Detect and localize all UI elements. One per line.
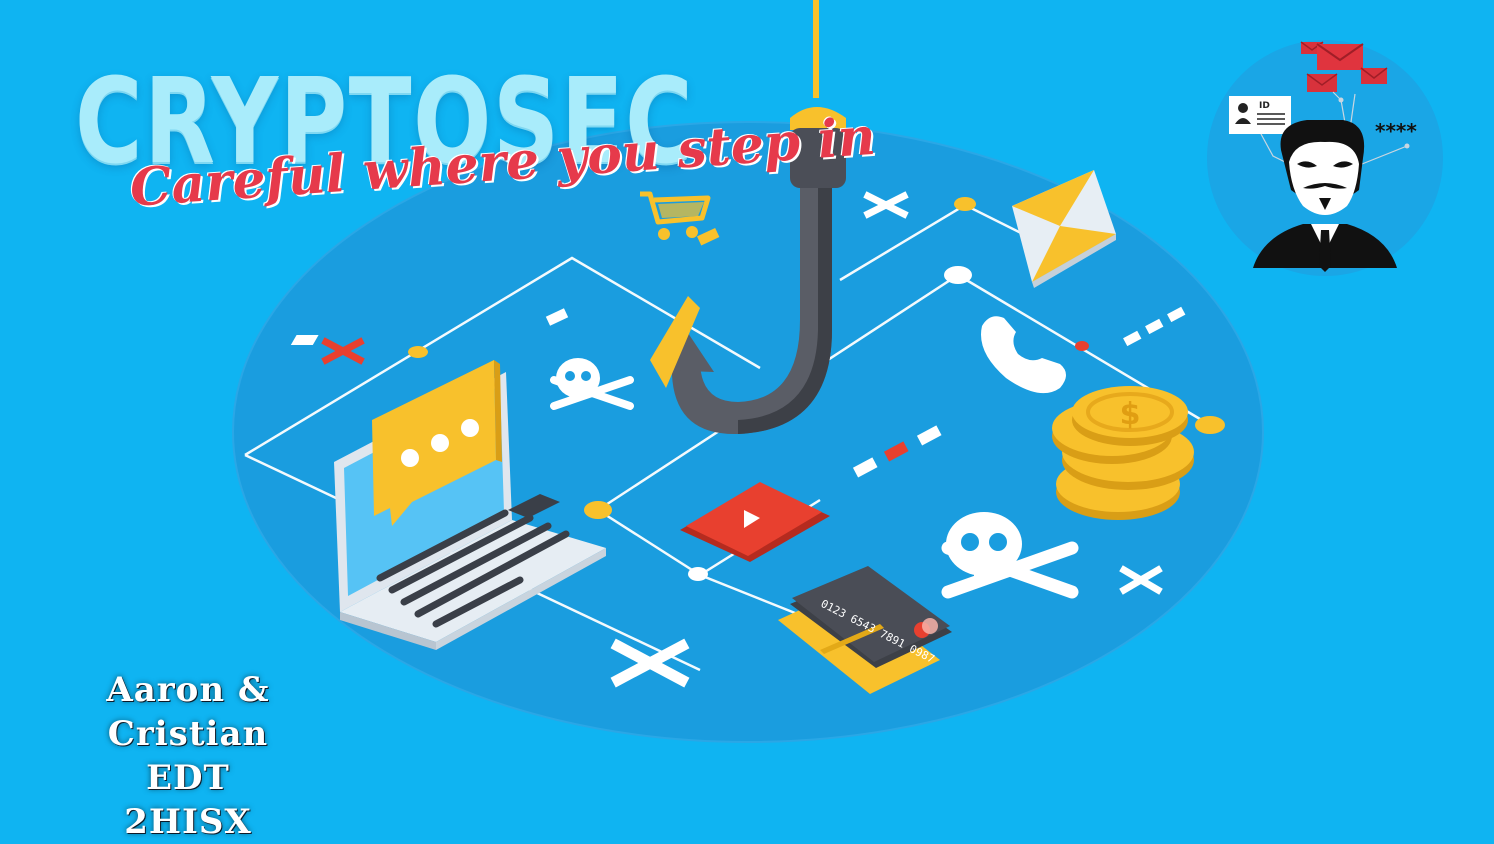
anonymous-mask-icon [1253, 120, 1397, 272]
svg-text:$: $ [1120, 397, 1141, 432]
page-title: CRYPTOSEC [75, 52, 695, 190]
dash-markers [290, 227, 1186, 478]
coin-stack-icon: $ [1052, 386, 1194, 520]
skull-crossbones-icon [550, 358, 634, 410]
video-play-icon [680, 482, 830, 562]
author-names: Aaron & Cristian [106, 670, 270, 754]
chat-bubble-icon [372, 360, 502, 526]
phone-icon [981, 316, 1066, 394]
password-mask: **** [1375, 119, 1417, 143]
skull-crossbones-icon [941, 512, 1079, 599]
credits: Aaron & Cristian EDT 2HISX [48, 668, 328, 844]
network-nodes [408, 197, 1225, 581]
class-label: 2HISX [124, 802, 252, 842]
x-marks [321, 191, 1163, 688]
envelope-icon [1012, 170, 1116, 288]
credit-cards: 0123 6543 7891 0987 [778, 566, 952, 694]
id-label: ID [1259, 101, 1270, 111]
id-card-icon: ID [1229, 96, 1291, 134]
shopping-cart-icon [640, 191, 711, 240]
envelope-icon [1300, 41, 1388, 92]
fishing-hook-icon [650, 0, 846, 435]
hacker-badge: ID **** [1207, 40, 1443, 276]
group-label: EDT [146, 758, 230, 798]
